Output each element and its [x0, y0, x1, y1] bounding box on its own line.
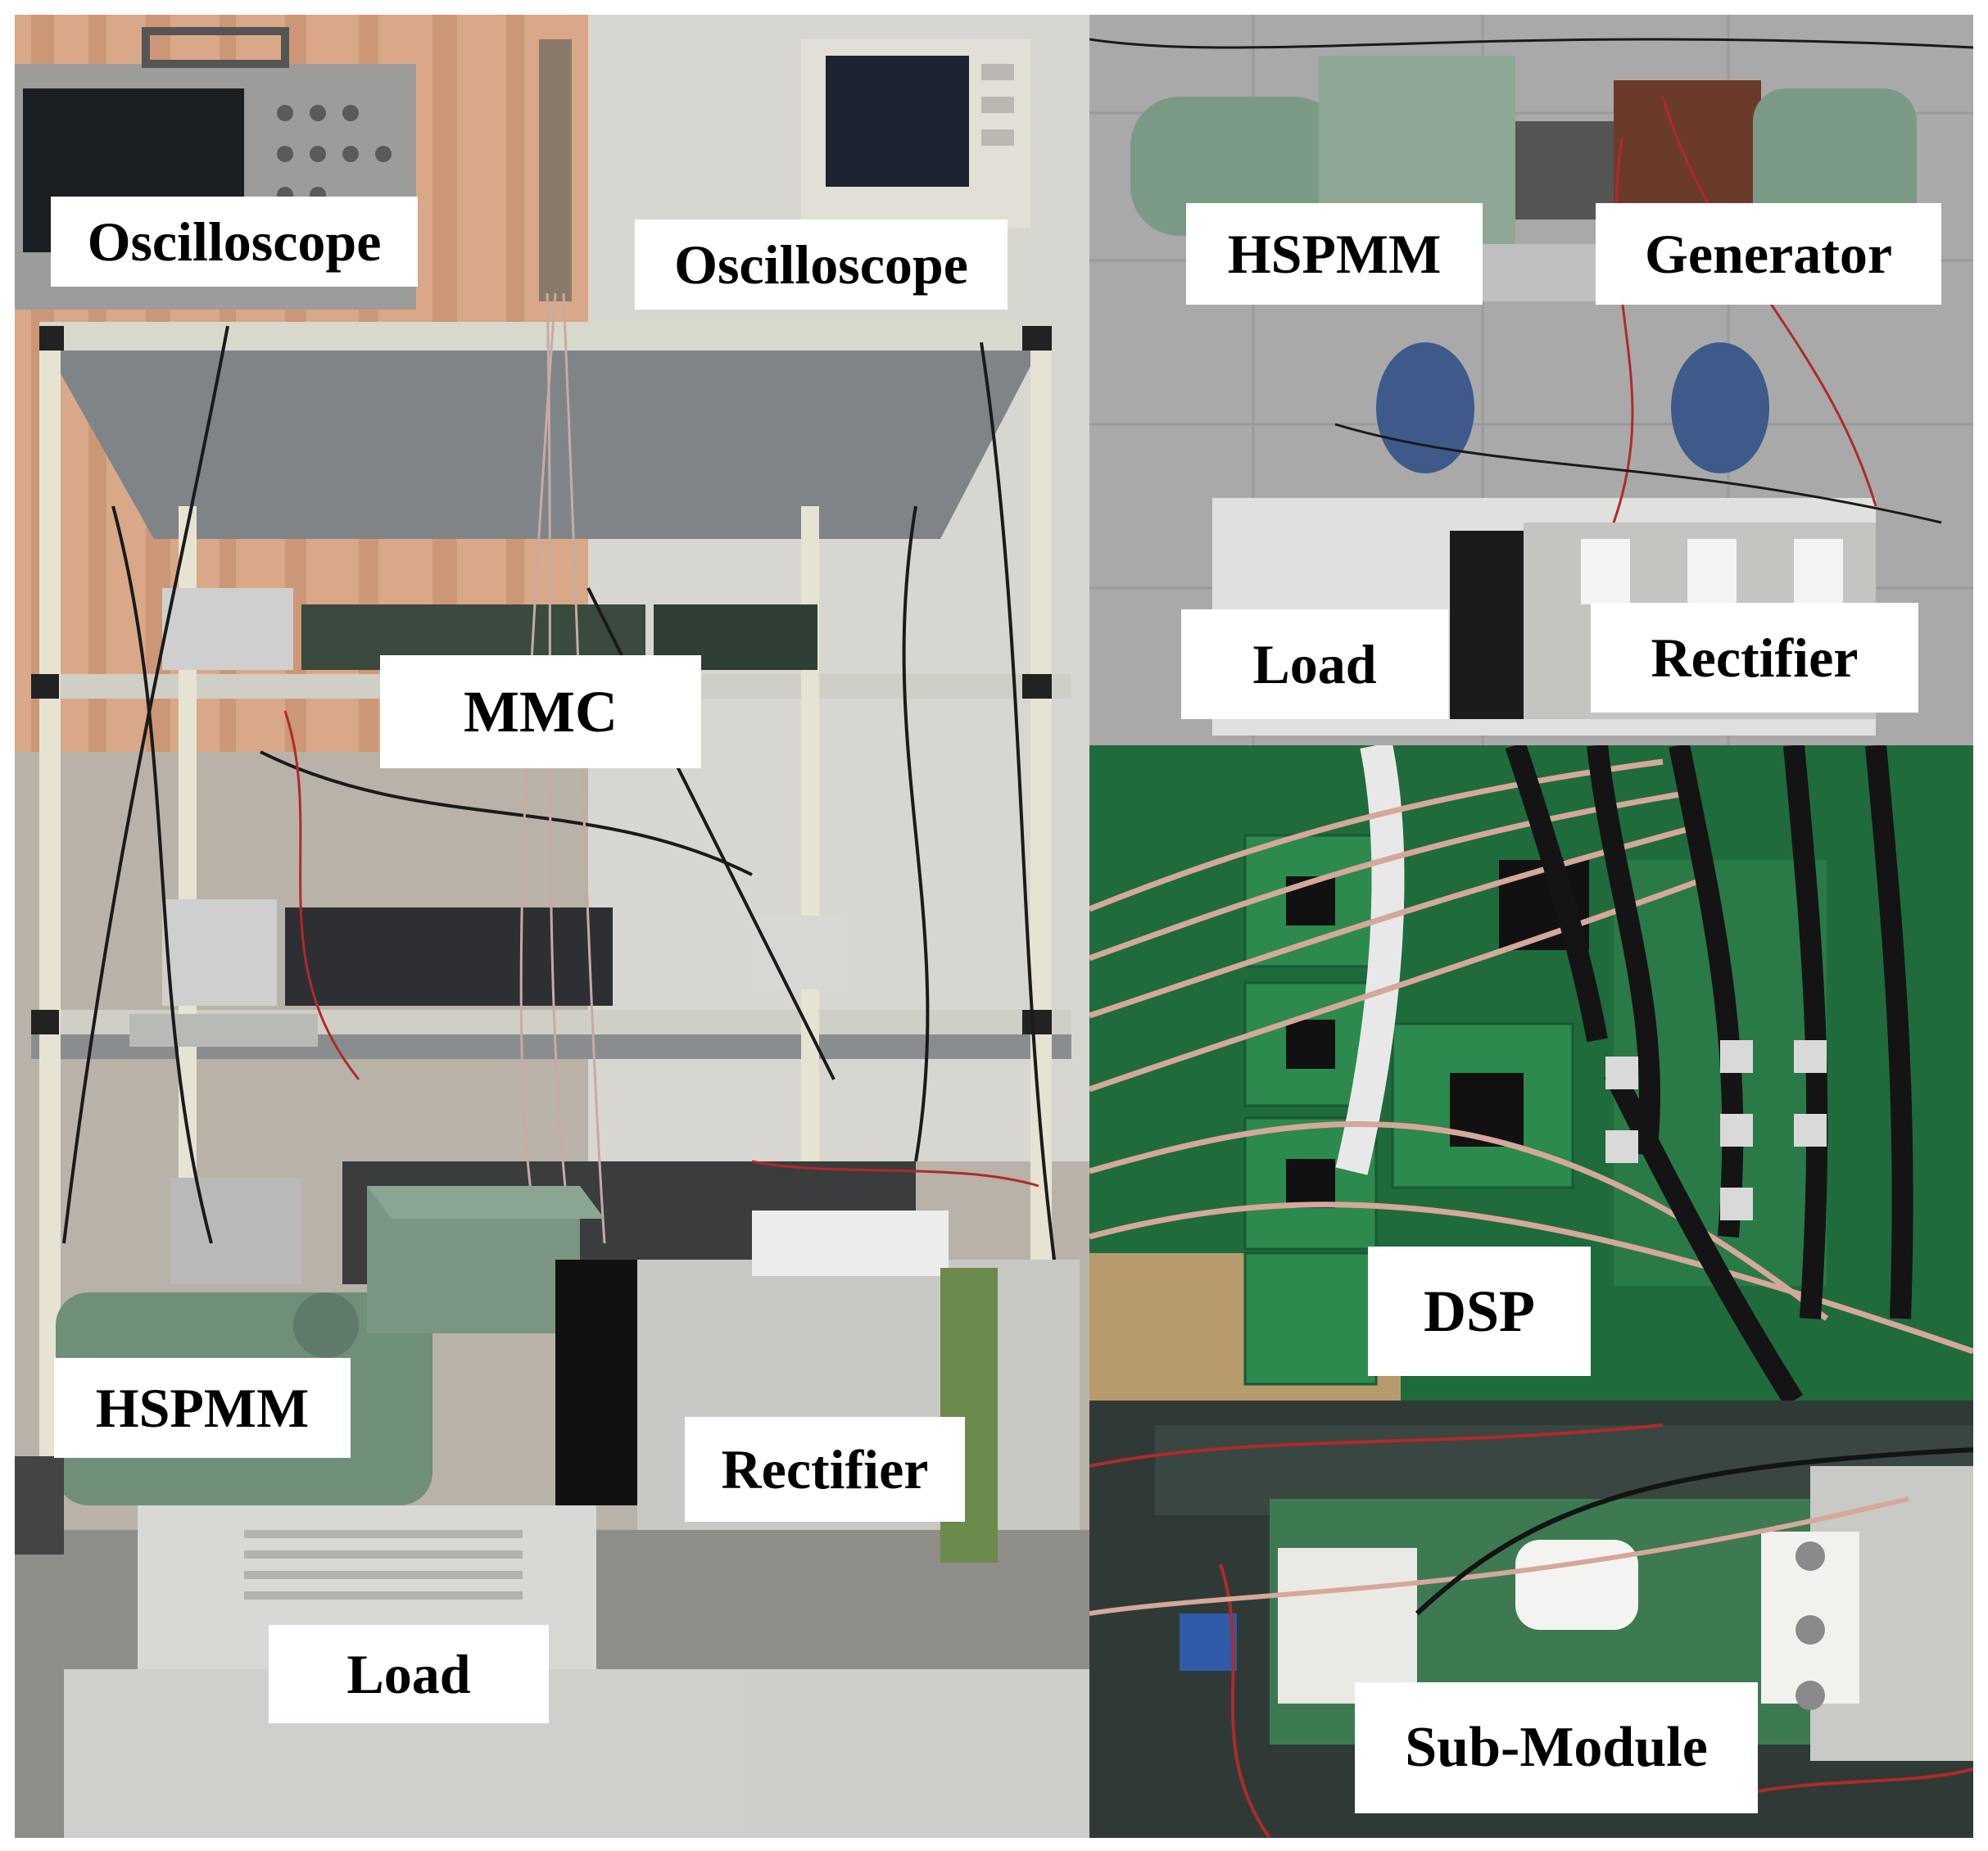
- label-mmc: MMC: [380, 655, 701, 768]
- dsp-photo-illustration: [1089, 745, 1973, 1401]
- motor-photo-panel: HSPMM Generator Load Rectifier: [1089, 15, 1973, 745]
- label-generator: Generator: [1596, 203, 1941, 305]
- label-submodule: Sub-Module: [1355, 1682, 1758, 1813]
- label-hspmm-main: HSPMM: [54, 1358, 351, 1458]
- label-hspmm-motor: HSPMM: [1186, 203, 1483, 305]
- main-photo-panel: Oscilloscope Oscilloscope MMC HSPMM Rect…: [15, 15, 1089, 1838]
- label-oscilloscope-left: Oscilloscope: [51, 197, 418, 287]
- dsp-photo-panel: DSP: [1089, 745, 1973, 1401]
- label-rectifier-motor: Rectifier: [1591, 603, 1918, 713]
- submodule-photo-panel: Sub-Module: [1089, 1401, 1973, 1838]
- label-oscilloscope-right: Oscilloscope: [635, 219, 1008, 310]
- label-rectifier-main: Rectifier: [685, 1417, 965, 1522]
- label-load-motor: Load: [1181, 609, 1448, 719]
- label-dsp: DSP: [1368, 1247, 1591, 1376]
- label-load-main: Load: [269, 1625, 549, 1723]
